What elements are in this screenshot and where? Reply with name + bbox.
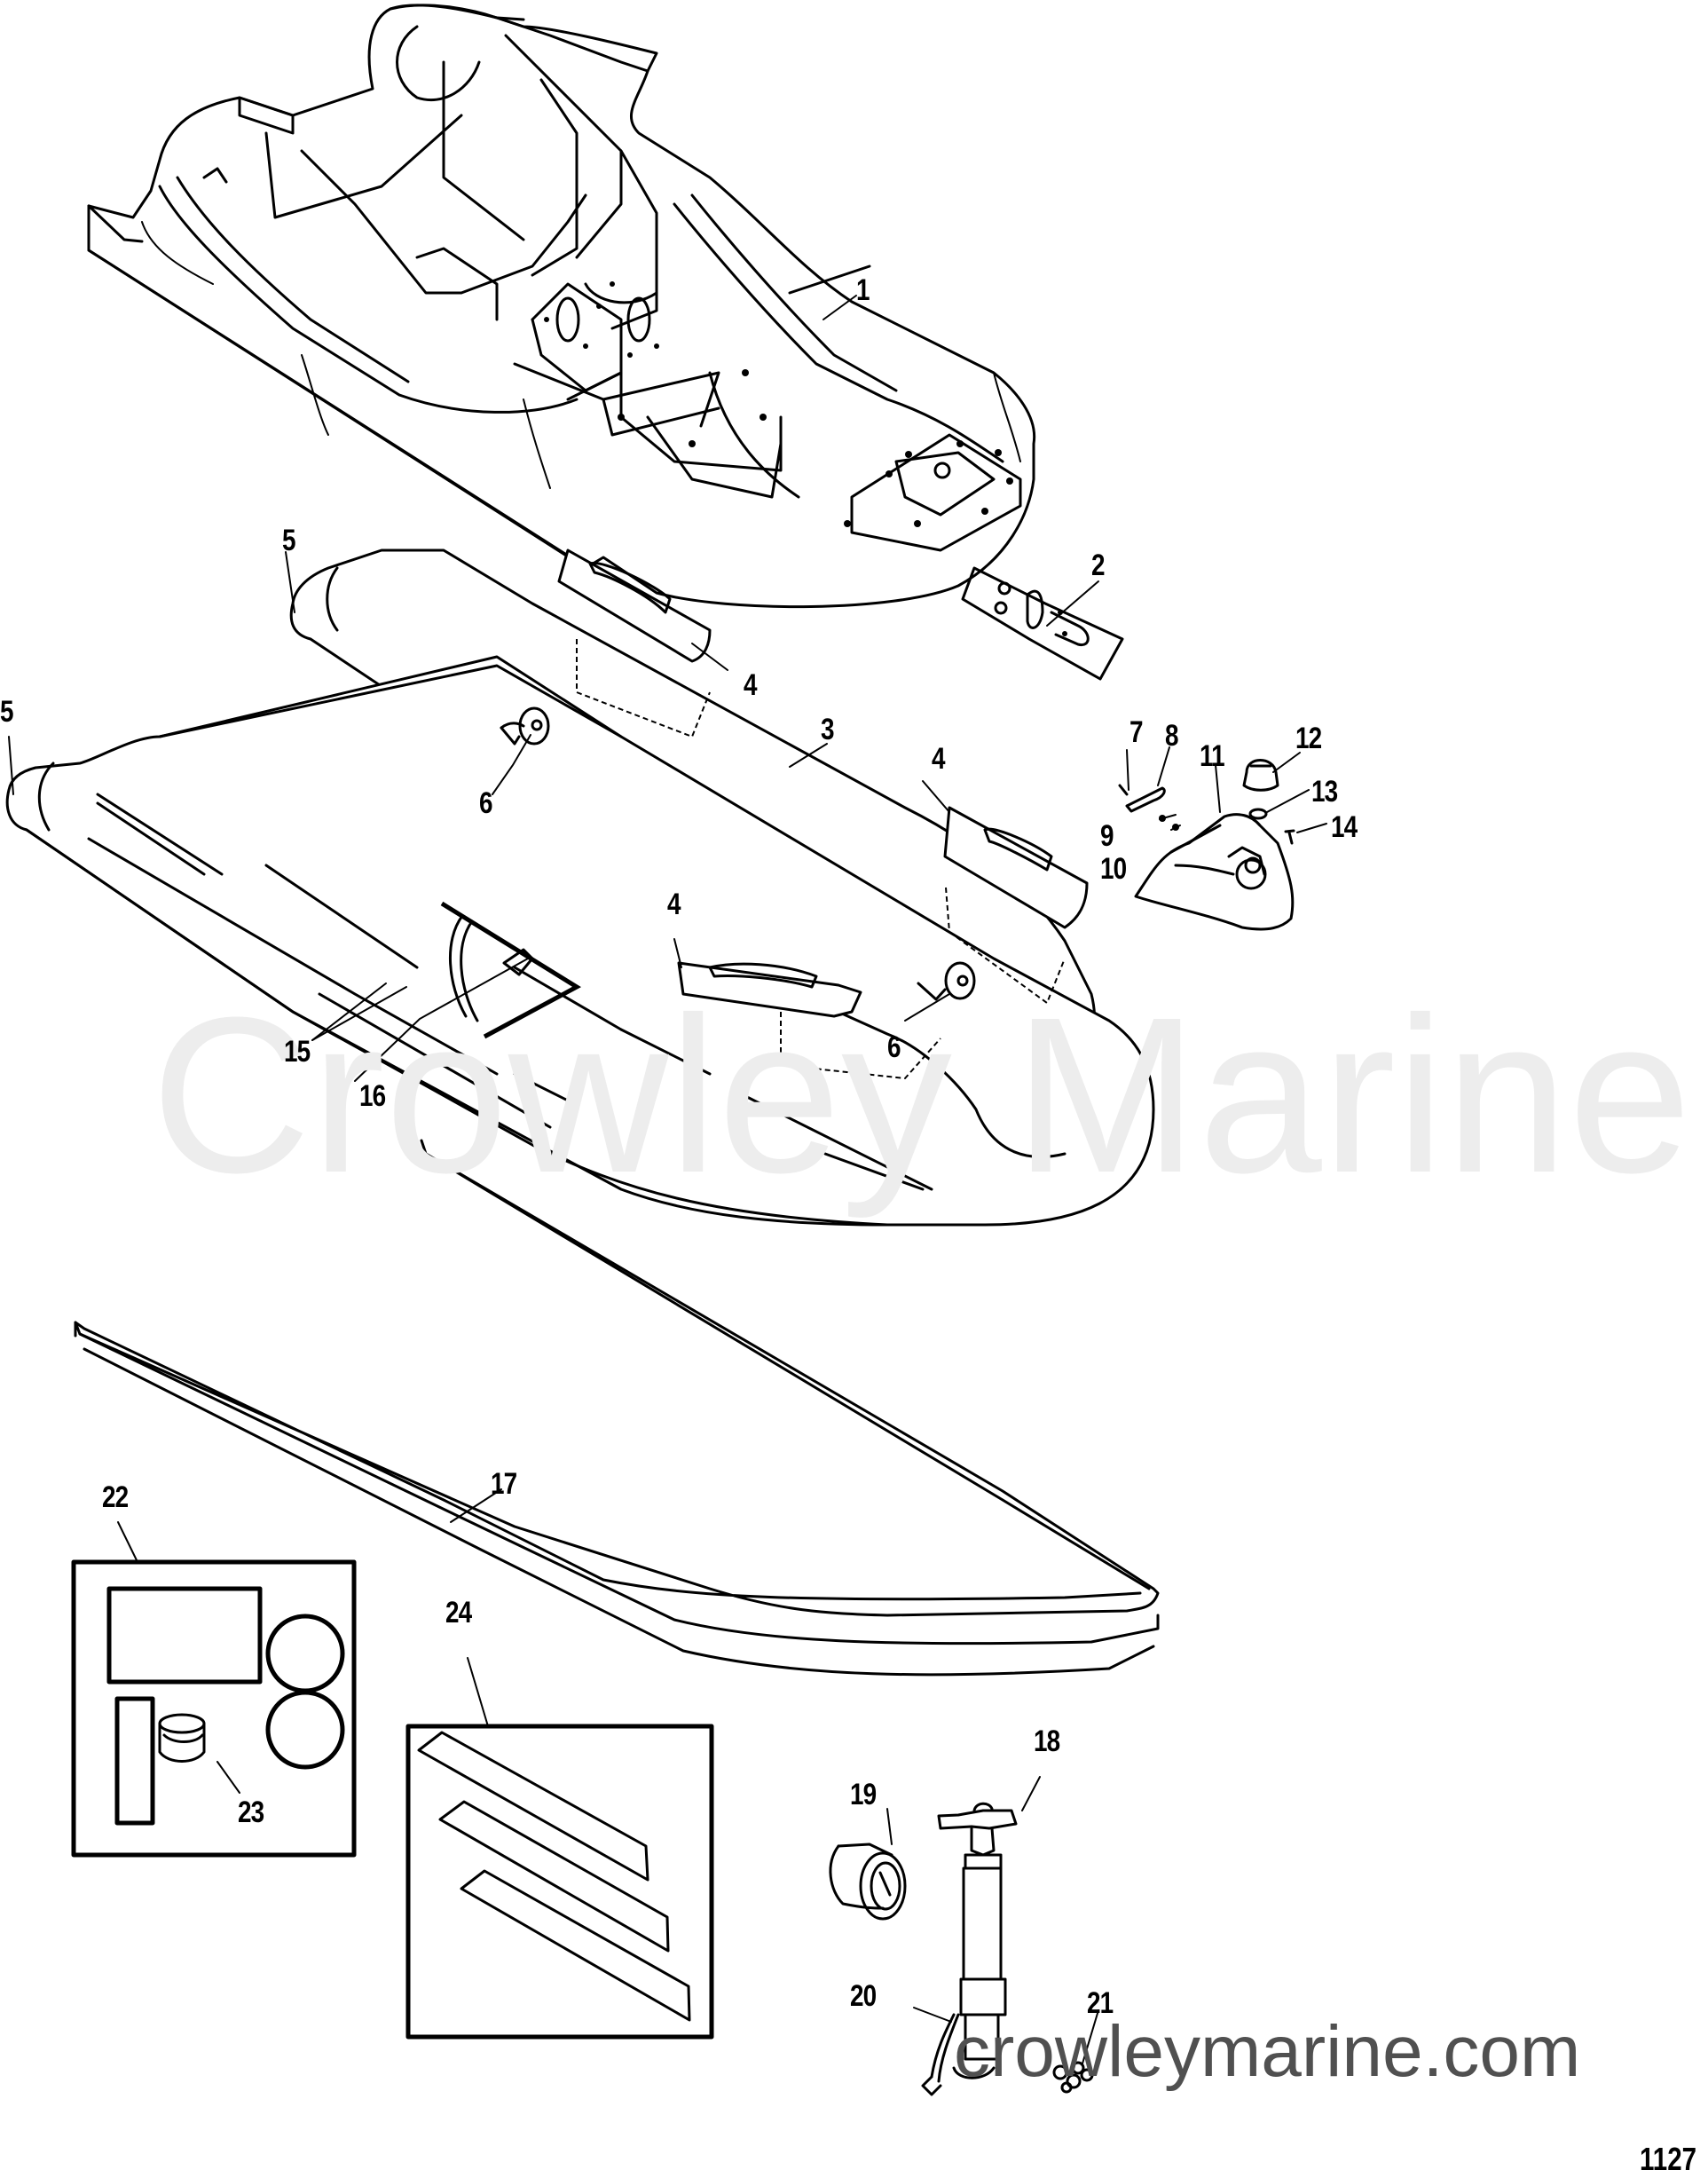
watermark-brand: Crowley Marine — [151, 971, 1692, 1219]
callout-4-top[interactable]: 4 — [744, 668, 758, 702]
callout-6-a[interactable]: 6 — [479, 786, 493, 820]
part-small-hardware — [1118, 759, 1295, 845]
part-2-transom-plate — [961, 566, 1124, 681]
callout-14[interactable]: 14 — [1331, 810, 1358, 844]
callout-21[interactable]: 21 — [1087, 1986, 1114, 2020]
part-main-tube — [5, 639, 1155, 1227]
callout-7[interactable]: 7 — [1129, 715, 1144, 749]
callout-4-mid[interactable]: 4 — [667, 888, 681, 921]
callout-23[interactable]: 23 — [238, 1795, 264, 1829]
callout-15[interactable]: 15 — [284, 1035, 311, 1069]
watermark-url: crowleymarine.com — [954, 2011, 1581, 2092]
callout-24[interactable]: 24 — [445, 1596, 472, 1630]
callout-4-right[interactable]: 4 — [932, 742, 946, 776]
callout-12[interactable]: 12 — [1295, 722, 1322, 755]
callout-6-b[interactable]: 6 — [887, 1030, 901, 1064]
leader-lines — [8, 295, 1327, 2064]
part-4-handle-mid — [677, 961, 862, 1018]
part-15-16-seam — [440, 901, 581, 1039]
callout-18[interactable]: 18 — [1034, 1724, 1060, 1758]
callout-10[interactable]: 10 — [1100, 852, 1127, 886]
figure-number: 1127 — [1640, 2141, 1697, 2177]
callout-22[interactable]: 22 — [102, 1480, 129, 1514]
part-6-valve-a — [500, 706, 550, 746]
callout-19[interactable]: 19 — [850, 1778, 877, 1811]
part-21-adapters — [1052, 2061, 1094, 2094]
callout-13[interactable]: 13 — [1311, 775, 1338, 809]
callout-8[interactable]: 8 — [1165, 719, 1179, 753]
callout-16[interactable]: 16 — [359, 1079, 386, 1113]
callout-5-top[interactable]: 5 — [282, 524, 296, 557]
part-22-repair-kit — [71, 1559, 357, 1858]
callout-20[interactable]: 20 — [850, 1979, 877, 2013]
part-11-bow-cover — [1134, 813, 1295, 931]
callout-1[interactable]: 1 — [856, 273, 870, 307]
part-4-handle-top — [557, 548, 712, 663]
callout-5-left[interactable]: 5 — [0, 695, 14, 729]
part-1-hull-insert — [87, 4, 1036, 609]
part-4-handle-right — [943, 806, 1089, 929]
callout-3[interactable]: 3 — [821, 713, 835, 746]
part-18-pump — [921, 1802, 1018, 2096]
part-17-rub-strake — [74, 1139, 1160, 1677]
callout-11[interactable]: 11 — [1200, 739, 1225, 773]
part-6-valve-b — [917, 961, 976, 1001]
part-19-gauge — [829, 1843, 907, 1921]
callout-17[interactable]: 17 — [491, 1467, 517, 1501]
callout-9[interactable]: 9 — [1100, 819, 1114, 853]
callout-2[interactable]: 2 — [1091, 548, 1106, 582]
part-24-decal-kit — [405, 1724, 714, 2040]
